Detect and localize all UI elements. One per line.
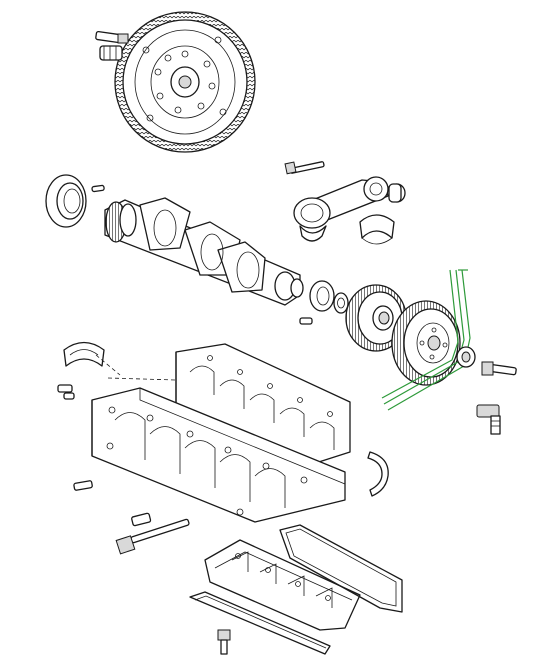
dowel-pin <box>91 184 105 193</box>
long-block-bolt <box>115 518 190 555</box>
crankshaft <box>104 197 304 306</box>
bearing-ladder <box>175 343 351 469</box>
oil-pan-gasket <box>189 591 331 655</box>
sump-gasket <box>279 524 403 613</box>
front-oil-seal <box>309 280 335 312</box>
woodruff-key <box>299 317 313 325</box>
main-bearing-shell <box>63 341 105 367</box>
block-dowel <box>57 384 93 491</box>
connecting-rod-bolt <box>284 161 325 175</box>
drain-plug-bolt <box>217 629 231 655</box>
flywheel <box>114 11 256 153</box>
alignment-lines <box>95 354 177 381</box>
small-end-bush <box>388 183 406 203</box>
thrust-washer <box>367 451 389 497</box>
pulley-bolt <box>481 361 517 376</box>
cylinder-block-lower <box>91 387 346 523</box>
rear-crankshaft-oil-seal <box>45 174 87 228</box>
crankshaft-pulley-bolt <box>476 404 501 435</box>
connecting-rod <box>293 176 389 242</box>
crankshaft-sprocket <box>345 284 407 352</box>
crankshaft-damper-pulley <box>391 300 461 386</box>
oil-sump <box>204 539 361 631</box>
pulley-washer <box>456 346 476 368</box>
main-bearing-bolt <box>131 512 152 527</box>
flywheel-bolt <box>95 30 129 61</box>
big-end-bearing-shell <box>359 214 395 245</box>
spacer-ring <box>333 292 349 314</box>
